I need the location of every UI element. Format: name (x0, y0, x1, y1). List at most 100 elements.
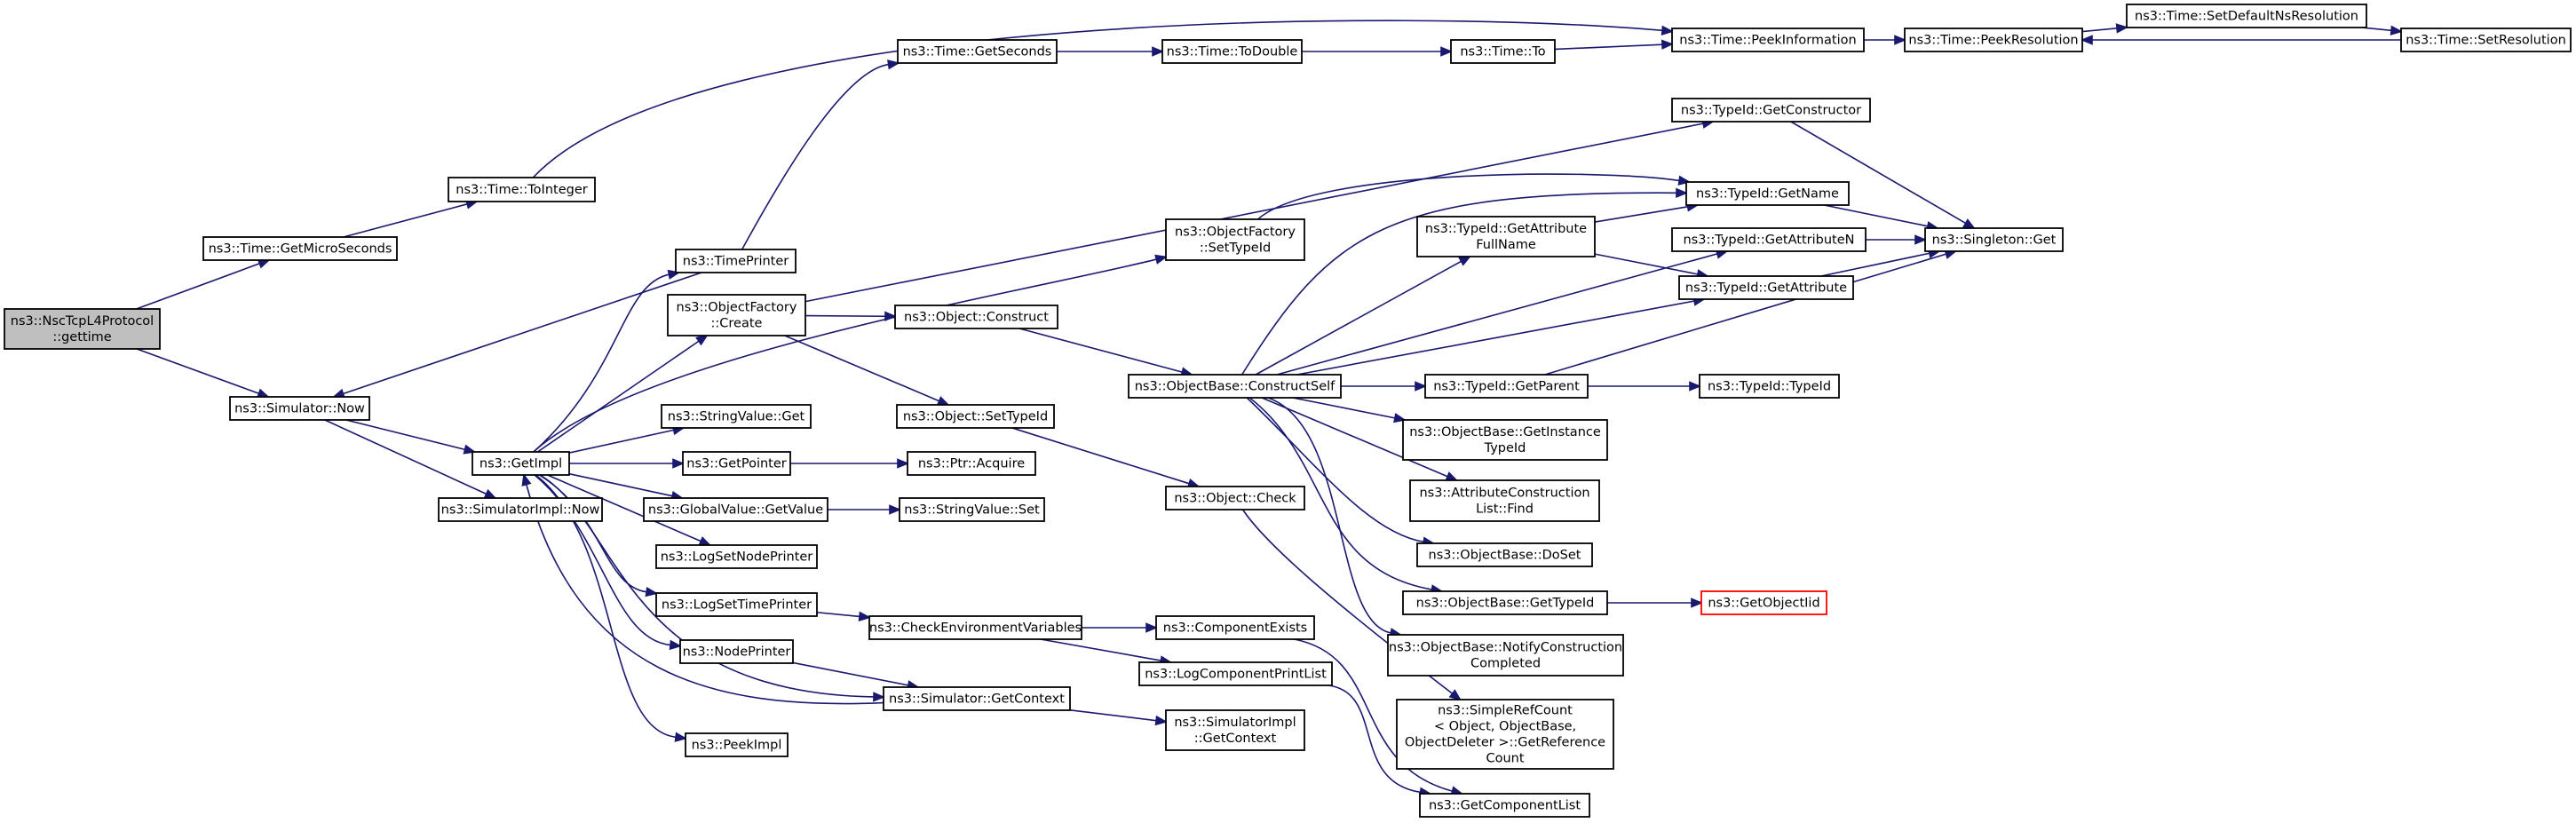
node-box-nodePrinter[interactable] (679, 639, 794, 664)
node-box-timePrinter[interactable] (675, 249, 797, 273)
node-box-singletonGet[interactable] (1924, 227, 2064, 252)
node-timeTo[interactable]: ns3::Time::To (1450, 39, 1556, 64)
node-box-getObjectIid[interactable] (1700, 590, 1827, 615)
node-box-attrConstructionFind[interactable] (1409, 479, 1600, 522)
node-box-simImplGetContext[interactable] (1165, 709, 1305, 751)
node-box-stringValueSet[interactable] (899, 497, 1045, 522)
node-box-simNow[interactable] (229, 396, 370, 421)
node-setDefaultNsResolution[interactable]: ns3::Time::SetDefaultNsResolution (2126, 4, 2367, 28)
node-box-getPointer[interactable] (682, 451, 791, 476)
node-simImplNow[interactable]: ns3::SimulatorImpl::Now (438, 497, 603, 522)
node-box-logSetTimePrinter[interactable] (655, 592, 818, 617)
node-objCheck[interactable]: ns3::Object::Check (1165, 486, 1305, 510)
node-ofSetTypeId[interactable]: ns3::ObjectFactory::SetTypeId (1165, 218, 1305, 261)
node-box-checkEnvVars[interactable] (868, 615, 1082, 640)
node-peekResolution[interactable]: ns3::Time::PeekResolution (1904, 28, 2083, 52)
node-logComponentPrintList[interactable]: ns3::LogComponentPrintList (1138, 661, 1333, 686)
node-box-getSeconds[interactable] (897, 39, 1058, 64)
node-checkEnvVars[interactable]: ns3::CheckEnvironmentVariables (868, 615, 1082, 640)
node-getPointer[interactable]: ns3::GetPointer (682, 451, 791, 476)
node-globalValueGetValue[interactable]: ns3::GlobalValue::GetValue (643, 497, 828, 522)
node-setResolution[interactable]: ns3::Time::SetResolution (2400, 28, 2572, 52)
node-box-getAttributeFullName[interactable] (1416, 216, 1596, 257)
node-box-ptrAcquire[interactable] (907, 451, 1036, 476)
node-getImpl[interactable]: ns3::GetImpl (472, 451, 570, 476)
node-box-obGetTypeId[interactable] (1402, 590, 1608, 615)
node-box-ofCreate[interactable] (667, 294, 806, 336)
node-box-constructSelf[interactable] (1128, 374, 1342, 399)
node-getObjectIid[interactable]: ns3::GetObjectIid (1700, 590, 1827, 615)
node-ptrAcquire[interactable]: ns3::Ptr::Acquire (907, 451, 1036, 476)
node-box-logSetNodePrinter[interactable] (655, 544, 818, 569)
node-box-simpleRefCount[interactable] (1396, 699, 1614, 770)
node-box-typeIdTypeId[interactable] (1699, 374, 1840, 399)
node-getComponentList[interactable]: ns3::GetComponentList (1419, 793, 1590, 818)
node-simNow[interactable]: ns3::Simulator::Now (229, 396, 370, 421)
node-getSeconds[interactable]: ns3::Time::GetSeconds (897, 39, 1058, 64)
node-box-setDefaultNsResolution[interactable] (2126, 4, 2367, 28)
node-constructSelf[interactable]: ns3::ObjectBase::ConstructSelf (1128, 374, 1342, 399)
node-getConstructor[interactable]: ns3::TypeId::GetConstructor (1671, 98, 1871, 123)
node-logSetNodePrinter[interactable]: ns3::LogSetNodePrinter (655, 544, 818, 569)
node-box-getAttributeN[interactable] (1671, 227, 1867, 252)
node-box-toDouble[interactable] (1161, 39, 1303, 64)
node-peekImpl[interactable]: ns3::PeekImpl (685, 732, 789, 757)
node-simImplGetContext[interactable]: ns3::SimulatorImpl::GetContext (1165, 709, 1305, 751)
node-box-objCheck[interactable] (1165, 486, 1305, 510)
node-box-stringValueGet[interactable] (661, 404, 812, 429)
node-objConstruct[interactable]: ns3::Object::Construct (894, 305, 1058, 329)
node-objSetTypeId[interactable]: ns3::Object::SetTypeId (896, 404, 1055, 429)
node-toDouble[interactable]: ns3::Time::ToDouble (1161, 39, 1303, 64)
node-stringValueSet[interactable]: ns3::StringValue::Set (899, 497, 1045, 522)
node-box-doSet[interactable] (1416, 542, 1593, 567)
node-box-toInteger[interactable] (448, 177, 596, 202)
node-componentExists[interactable]: ns3::ComponentExists (1155, 615, 1315, 640)
node-box-timeTo[interactable] (1450, 39, 1556, 64)
node-box-componentExists[interactable] (1155, 615, 1315, 640)
node-box-logComponentPrintList[interactable] (1138, 661, 1333, 686)
node-box-peekResolution[interactable] (1904, 28, 2083, 52)
node-peekInformation[interactable]: ns3::Time::PeekInformation (1671, 28, 1865, 52)
node-getName[interactable]: ns3::TypeId::GetName (1685, 181, 1850, 206)
node-box-simImplNow[interactable] (438, 497, 603, 522)
node-box-notifyConstruction[interactable] (1387, 634, 1624, 677)
node-box-getConstructor[interactable] (1671, 98, 1871, 123)
node-typeIdTypeId[interactable]: ns3::TypeId::TypeId (1699, 374, 1840, 399)
node-box-gettime[interactable] (4, 308, 161, 350)
node-box-peekImpl[interactable] (685, 732, 789, 757)
node-box-ofSetTypeId[interactable] (1165, 218, 1305, 261)
node-singletonGet[interactable]: ns3::Singleton::Get (1924, 227, 2064, 252)
node-box-peekInformation[interactable] (1671, 28, 1865, 52)
node-getMicroSeconds[interactable]: ns3::Time::GetMicroSeconds (202, 236, 398, 261)
node-box-getInstanceTypeId[interactable] (1402, 419, 1608, 461)
node-box-globalValueGetValue[interactable] (643, 497, 828, 522)
node-box-objSetTypeId[interactable] (896, 404, 1055, 429)
node-box-getImpl[interactable] (472, 451, 570, 476)
node-toInteger[interactable]: ns3::Time::ToInteger (448, 177, 596, 202)
node-box-simGetContext[interactable] (883, 686, 1071, 711)
node-box-setResolution[interactable] (2400, 28, 2572, 52)
node-notifyConstruction[interactable]: ns3::ObjectBase::NotifyConstructionCompl… (1387, 634, 1624, 677)
node-getAttributeN[interactable]: ns3::TypeId::GetAttributeN (1671, 227, 1867, 252)
node-stringValueGet[interactable]: ns3::StringValue::Get (661, 404, 812, 429)
node-ofCreate[interactable]: ns3::ObjectFactory::Create (667, 294, 806, 336)
node-getParent[interactable]: ns3::TypeId::GetParent (1424, 374, 1589, 399)
node-nodePrinter[interactable]: ns3::NodePrinter (679, 639, 794, 664)
node-simGetContext[interactable]: ns3::Simulator::GetContext (883, 686, 1071, 711)
node-simpleRefCount[interactable]: ns3::SimpleRefCount< Object, ObjectBase,… (1396, 699, 1614, 770)
node-box-getAttribute[interactable] (1678, 275, 1854, 300)
node-box-getComponentList[interactable] (1419, 793, 1590, 818)
node-timePrinter[interactable]: ns3::TimePrinter (675, 249, 797, 273)
node-getAttribute[interactable]: ns3::TypeId::GetAttribute (1678, 275, 1854, 300)
node-box-objConstruct[interactable] (894, 305, 1058, 329)
node-box-getParent[interactable] (1424, 374, 1589, 399)
node-box-getName[interactable] (1685, 181, 1850, 206)
node-gettime[interactable]: ns3::NscTcpL4Protocol::gettime (4, 308, 161, 350)
node-doSet[interactable]: ns3::ObjectBase::DoSet (1416, 542, 1593, 567)
node-logSetTimePrinter[interactable]: ns3::LogSetTimePrinter (655, 592, 818, 617)
node-obGetTypeId[interactable]: ns3::ObjectBase::GetTypeId (1402, 590, 1608, 615)
node-box-getMicroSeconds[interactable] (202, 236, 398, 261)
